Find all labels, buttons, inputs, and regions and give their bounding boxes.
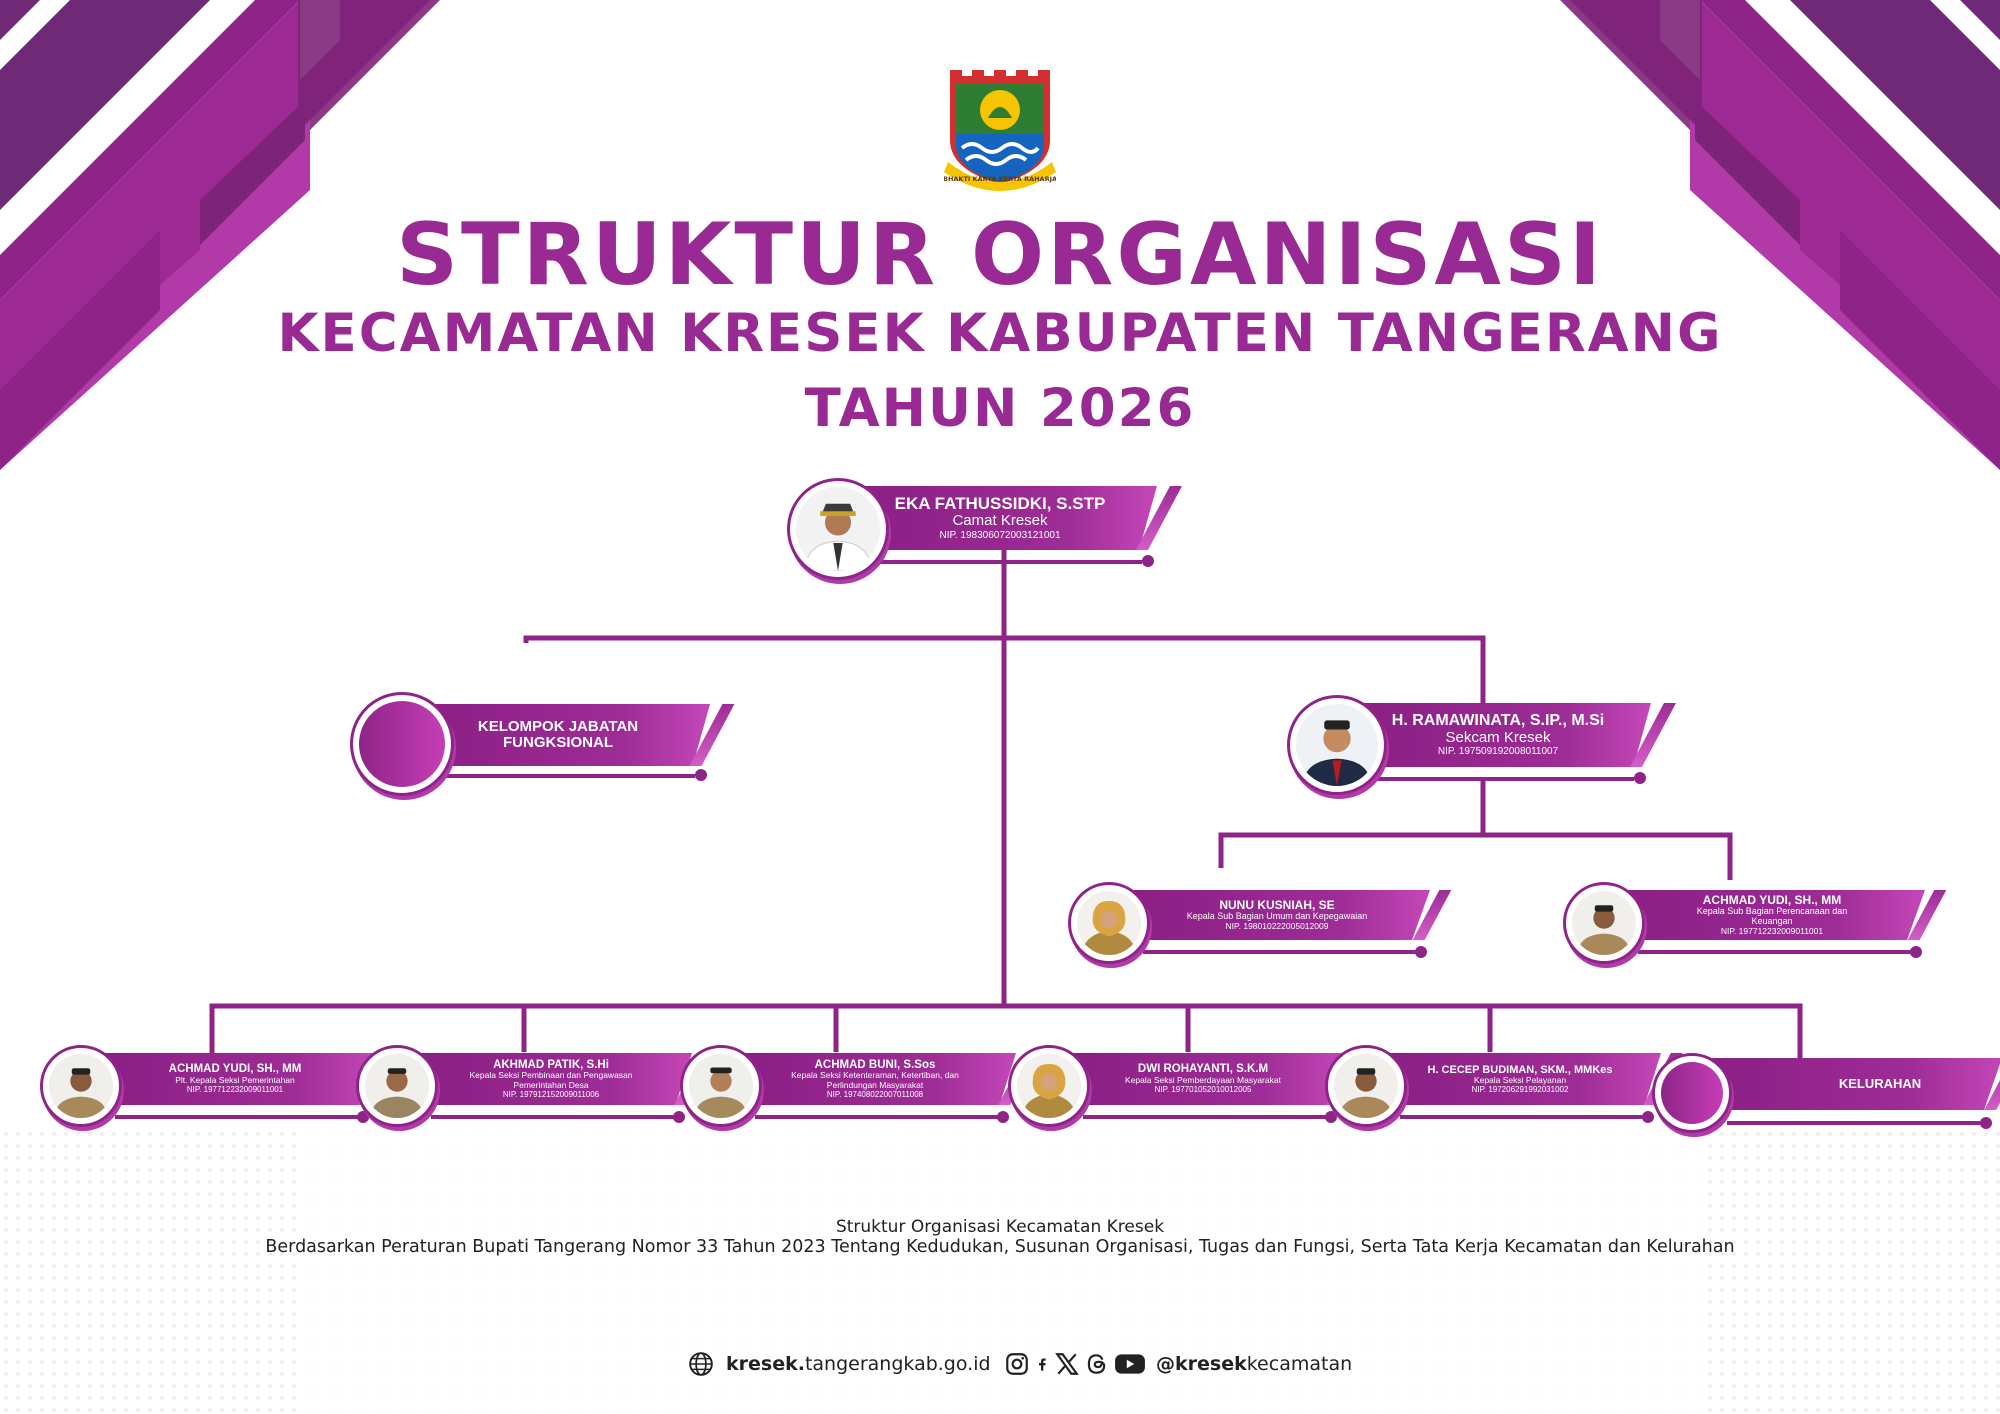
sekcam-nip: NIP. 197509192008011007 (1437, 746, 1559, 758)
seksi-2-position: Kepala Seksi Pembinaan dan Pengawasan Pe… (469, 1070, 633, 1090)
camat-photo (796, 487, 880, 571)
subbag-keuangan-photo (1572, 891, 1636, 955)
camat-position: Camat Kresek (952, 512, 1048, 530)
sekcam-name: H. RAMAWINATA, S.IP., M.Si (1391, 712, 1605, 730)
subbag-keuangan-position: Kepala Sub Bagian Perencanaan dan Keuang… (1696, 905, 1848, 926)
seksi-1-nip: NIP. 197712232009011001 (186, 1085, 284, 1095)
seksi-2-name: AKHMAD PATIK, S.Hi (493, 1058, 609, 1071)
globe-icon (689, 1352, 713, 1376)
seksi-4-position: Kepala Seksi Pemberdayaan Masyarakat (1125, 1075, 1281, 1086)
subbag-umum-photo (1077, 891, 1141, 955)
seksi-1-photo (49, 1054, 113, 1118)
seksi-3-photo (689, 1054, 753, 1118)
seksi-5-name: H. CECEP BUDIMAN, SKM., MMKes (1427, 1063, 1613, 1076)
footer-website[interactable]: kresek.tangerangkab.go.id (688, 1351, 991, 1377)
seksi-5-position: Kepala Seksi Pelayanan (1473, 1074, 1567, 1085)
seksi-3-position: Kepala Seksi Ketenteraman, Ketertiban, d… (791, 1070, 959, 1090)
seksi-5-photo (1334, 1054, 1398, 1118)
subbag-keuangan-name: ACHMAD YUDI, SH., MM (1702, 892, 1842, 907)
seksi-2-nip: NIP. 197912152009011006 (502, 1090, 600, 1100)
seksi-1-position: Plt. Kepala Seksi Pemerintahan (175, 1075, 295, 1086)
facebook-icon[interactable] (1034, 1351, 1050, 1377)
page-title: STRUKTUR ORGANISASI (396, 205, 1604, 305)
instagram-icon[interactable] (1004, 1351, 1030, 1377)
seksi-1-name: ACHMAD YUDI, SH., MM (168, 1063, 302, 1076)
social-handle-bold: @kresek (1156, 1353, 1247, 1375)
note-title: Struktur Organisasi Kecamatan Kresek (835, 1217, 1165, 1237)
seksi-4-nip: NIP. 197701052010012005 (1154, 1085, 1252, 1095)
fungsional-circle (359, 701, 445, 787)
camat-name: EKA FATHUSSIDKI, S.STP (894, 493, 1106, 513)
youtube-icon[interactable] (1114, 1351, 1146, 1377)
subbag-umum-position: Kepala Sub Bagian Umum dan Kepegawaian (1186, 910, 1368, 921)
subbag-umum-name: NUNU KUSNIAH, SE (1219, 897, 1335, 912)
seksi-4-photo (1017, 1054, 1081, 1118)
social-handle-rest: kecamatan (1246, 1353, 1353, 1375)
fungsional-label: KELOMPOK JABATAN FUNGKSIONAL (477, 717, 639, 751)
seksi-3-nip: NIP. 197408022007011008 (826, 1090, 924, 1100)
website-domain-bold: kresek. (726, 1353, 805, 1375)
seksi-4-name: DWI ROHAYANTI, S.K.M (1137, 1063, 1269, 1076)
kabupaten-logo: BHAKTI KARYA KERTA RAHARJA (944, 70, 1056, 191)
note-legal-basis: Berdasarkan Peraturan Bupati Tangerang N… (265, 1237, 1735, 1257)
subbag-umum-nip: NIP. 198010222005012009 (1225, 920, 1329, 931)
seksi-5-nip: NIP. 197206291992031002 (1471, 1085, 1569, 1095)
subbag-keuangan-nip: NIP. 197712232009011001 (1720, 925, 1824, 936)
kelurahan-circle (1661, 1062, 1723, 1124)
kelurahan-label: KELURAHAN (1838, 1075, 1922, 1091)
page-year: TAHUN 2026 (804, 378, 1196, 439)
sekcam-position: Sekcam Kresek (1445, 728, 1551, 746)
page-subtitle: KECAMATAN KRESEK KABUPATEN TANGERANG (277, 303, 1723, 364)
seksi-3-name: ACHMAD BUNI, S.Sos (814, 1058, 936, 1071)
x-icon[interactable] (1054, 1351, 1080, 1377)
website-domain-rest: tangerangkab.go.id (804, 1353, 991, 1375)
seksi-2-photo (365, 1054, 429, 1118)
footer-social[interactable]: @kresekkecamatan (1004, 1351, 1352, 1377)
camat-nip: NIP. 198306072003121001 (939, 529, 1061, 541)
sekcam-photo (1296, 704, 1378, 786)
threads-icon[interactable] (1084, 1351, 1110, 1377)
logo-motto: BHAKTI KARYA KERTA RAHARJA (944, 175, 1056, 183)
